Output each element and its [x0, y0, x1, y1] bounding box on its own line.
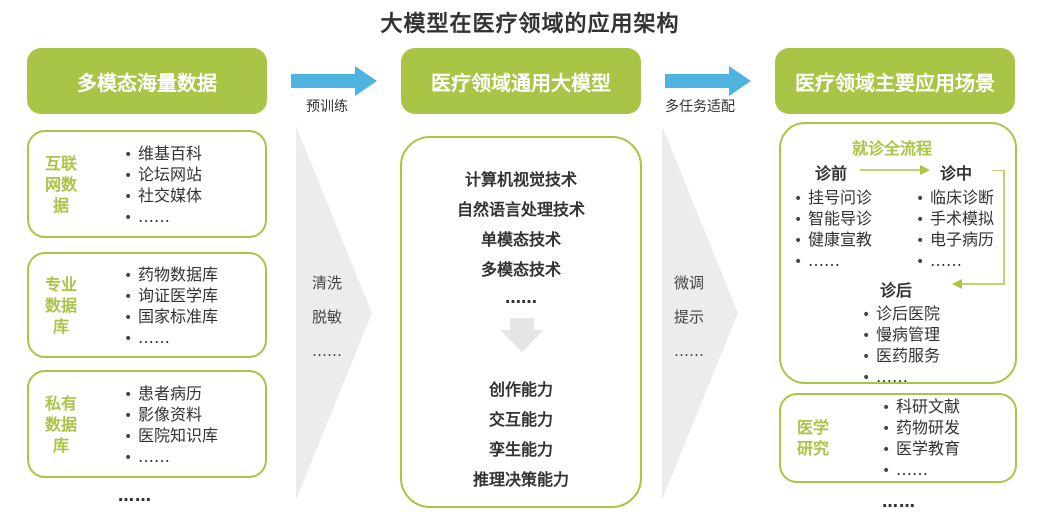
technique-item: …… [505, 288, 537, 307]
process-chevron-right-icon [662, 126, 738, 500]
list-item: 智能导诊 [794, 209, 872, 230]
list-item: 慢病管理 [862, 325, 940, 346]
list-item: 挂号问诊 [794, 188, 872, 209]
list-item: 医药服务 [862, 346, 940, 367]
source-list-internet: 维基百科 论坛网站 社交媒体 …… [124, 144, 202, 228]
source-label-internet-line2: 网数 [44, 175, 77, 194]
process-right-line2: 提示 [674, 308, 705, 326]
medical-research-label-line2: 研究 [796, 439, 829, 458]
list-item: 询证医学库 [124, 286, 218, 307]
list-item: 临床诊断 [916, 188, 994, 209]
header-application-scenarios: 医疗领域主要应用场景 [775, 48, 1015, 114]
page-title: 大模型在医疗领域的应用架构 [380, 12, 680, 37]
list-item: 社交媒体 [124, 186, 202, 207]
during-visit-list: 临床诊断 手术模拟 电子病历 …… [916, 188, 994, 272]
capability-item: 孪生能力 [488, 440, 553, 459]
adapt-arrow-icon [665, 66, 751, 96]
capability-item: 创作能力 [488, 380, 553, 399]
list-item: 健康宣教 [794, 230, 872, 251]
source-label-private: 私有 数据 库 [40, 393, 82, 456]
source-label-internet: 互联 网数 据 [40, 153, 82, 216]
post-visit-list: 诊后医院 慢病管理 医药服务 …… [862, 304, 940, 388]
clinical-process-title: 就诊全流程 [852, 139, 933, 158]
list-item: …… [124, 207, 202, 228]
header-general-model-label: 医疗领域通用大模型 [431, 70, 611, 95]
list-item: …… [794, 251, 872, 272]
list-item: …… [916, 251, 994, 272]
source-label-private-line3: 库 [52, 436, 69, 455]
source-label-internet-line3: 据 [52, 196, 69, 215]
technique-item: 单模态技术 [480, 230, 561, 249]
medical-research-label-line1: 医学 [796, 418, 829, 437]
pre-visit-label: 诊前 [815, 164, 848, 183]
list-item: 患者病历 [124, 384, 218, 405]
technique-item: 计算机视觉技术 [464, 170, 577, 189]
source-label-professional: 专业 数据 库 [40, 274, 82, 337]
header-application-scenarios-label: 医疗领域主要应用场景 [795, 70, 995, 95]
during-to-post-arrow-icon [952, 170, 1005, 289]
medical-research-label: 医学 研究 [794, 417, 832, 459]
list-item: 药物数据库 [124, 265, 218, 286]
process-left-line3: …… [312, 342, 342, 360]
list-item: 医学教育 [882, 439, 960, 460]
list-item: …… [124, 328, 218, 349]
list-item: 维基百科 [124, 144, 202, 165]
capability-item: 推理决策能力 [472, 470, 569, 489]
process-left-line2: 脱敏 [312, 308, 343, 326]
process-chevron-left-icon [296, 126, 372, 500]
source-list-private: 患者病历 影像资料 医院知识库 …… [124, 384, 218, 468]
source-label-professional-line1: 专业 [44, 275, 77, 294]
adapt-label: 多任务适配 [665, 99, 735, 115]
source-label-professional-line2: 数据 [44, 296, 77, 315]
process-left-line1: 清洗 [312, 274, 343, 292]
source-label-professional-line3: 库 [52, 317, 69, 336]
medical-research-list: 科研文献 药物研发 医学教育 …… [882, 397, 960, 481]
list-item: 医院知识库 [124, 426, 218, 447]
scenarios-more: …… [882, 492, 916, 511]
pretrain-label: 预训练 [306, 99, 348, 115]
list-item: 手术模拟 [916, 209, 994, 230]
model-panel: 计算机视觉技术 自然语言处理技术 单模态技术 多模态技术 …… 创作能力 交互能… [400, 136, 642, 508]
pre-to-during-arrow-icon [860, 165, 930, 175]
capability-item: 交互能力 [488, 410, 553, 429]
list-item: 影像资料 [124, 405, 218, 426]
process-right-line1: 微调 [674, 274, 705, 292]
process-right-text: 微调 提示 …… [674, 270, 704, 364]
source-label-private-line1: 私有 [44, 394, 77, 413]
list-item: …… [882, 460, 960, 481]
list-item: 国家标准库 [124, 307, 218, 328]
pre-visit-list: 挂号问诊 智能导诊 健康宣教 …… [794, 188, 872, 272]
down-arrow-icon [500, 318, 544, 352]
header-multimodal-data: 多模态海量数据 [27, 48, 267, 114]
process-right-line3: …… [674, 342, 704, 360]
pretrain-arrow-icon [291, 66, 377, 96]
process-left-text: 清洗 脱敏 …… [312, 270, 342, 364]
list-item: …… [862, 367, 940, 388]
sources-more: …… [118, 486, 152, 505]
source-list-professional: 药物数据库 询证医学库 国家标准库 …… [124, 265, 218, 349]
technique-item: 自然语言处理技术 [456, 200, 585, 219]
header-multimodal-data-label: 多模态海量数据 [77, 70, 217, 95]
list-item: …… [124, 447, 218, 468]
post-visit-label: 诊后 [880, 281, 913, 300]
list-item: 电子病历 [916, 230, 994, 251]
header-general-model: 医疗领域通用大模型 [401, 48, 641, 114]
source-label-internet-line1: 互联 [44, 154, 77, 173]
list-item: 药物研发 [882, 418, 960, 439]
technique-item: 多模态技术 [480, 260, 561, 279]
source-label-private-line2: 数据 [44, 415, 77, 434]
during-visit-label: 诊中 [940, 164, 973, 183]
list-item: 论坛网站 [124, 165, 202, 186]
list-item: 科研文献 [882, 397, 960, 418]
list-item: 诊后医院 [862, 304, 940, 325]
